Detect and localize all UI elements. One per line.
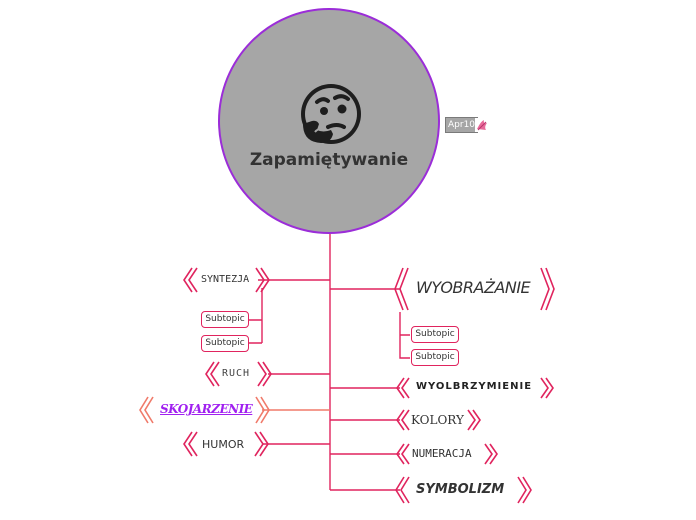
topic-kolory[interactable]: KOLORY: [411, 413, 464, 427]
connector-synteza-subs: [249, 288, 263, 344]
subtopic-wyobrazanie-1[interactable]: Subtopic: [411, 326, 459, 343]
chevron-right-synteza: [255, 267, 270, 293]
chevron-left-synteza: [183, 267, 198, 293]
chevron-left-wyolbrzymienie: [396, 377, 410, 399]
chevron-left-humor: [183, 431, 198, 457]
flower-sticker-icon: [475, 117, 489, 132]
topic-wyolbrzymienie[interactable]: WYOLBRZYMIENIE: [416, 381, 533, 392]
chevron-right-ruch: [257, 361, 272, 387]
subtopic-wyobrazanie-2[interactable]: Subtopic: [411, 349, 459, 366]
topic-synteza[interactable]: SYNTEZJA: [201, 274, 250, 285]
thinking-face-icon: [295, 80, 365, 148]
chevron-left-wyobrazanie: [394, 267, 409, 311]
chevron-right-numeracja: [484, 443, 498, 465]
central-topic-title: Zapamiętywanie: [249, 150, 409, 170]
chevron-right-kolory: [467, 409, 481, 431]
chevron-left-kolory: [396, 409, 410, 431]
subtopic-synteza-2[interactable]: Subtopic: [201, 335, 249, 352]
chevron-right-wyobrazanie: [540, 267, 555, 311]
topic-skojarzenie[interactable]: SKOJARZENIE: [160, 402, 253, 416]
chevron-right-skojarzenie: [255, 396, 270, 424]
chevron-right-humor: [254, 431, 269, 457]
chevron-left-numeracja: [396, 443, 410, 465]
chevron-right-symbolizm: [517, 476, 532, 504]
subtopic-synteza-1[interactable]: Subtopic: [201, 311, 249, 328]
topic-symbolizm[interactable]: SYMBOLIZM: [416, 482, 505, 497]
chevron-left-symbolizm: [395, 476, 410, 504]
topic-numeracja[interactable]: NUMERACJA: [412, 447, 472, 460]
topic-wyobrazanie[interactable]: WYOBRAŻANIE: [416, 278, 531, 297]
connector-wyobrazanie-subs: [399, 312, 410, 359]
chevron-left-ruch: [205, 361, 220, 387]
topic-humor[interactable]: HUMOR: [202, 438, 245, 451]
chevron-right-wyolbrzymienie: [540, 377, 554, 399]
chevron-left-skojarzenie: [139, 396, 154, 424]
topic-ruch[interactable]: RUCH: [222, 368, 251, 379]
